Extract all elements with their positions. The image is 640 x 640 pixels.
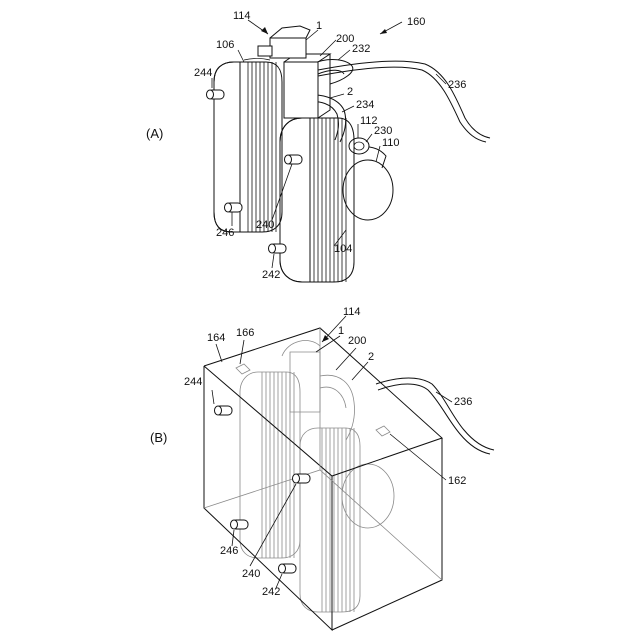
figure-a: (A) 114 1 160 200 106 232 244 236 2 234 … <box>146 10 490 282</box>
panel-label-b: (B) <box>150 430 167 445</box>
cable-236 <box>318 61 490 138</box>
ref-236-b: 236 <box>454 396 472 408</box>
fitting-242-b <box>279 564 297 573</box>
ref-2: 2 <box>347 86 353 98</box>
center-block-side <box>318 54 330 118</box>
fitting-246 <box>225 203 243 212</box>
ref-242-b: 242 <box>262 586 280 598</box>
cable-236-b-edge <box>378 384 490 454</box>
ref-104: 104 <box>334 243 352 255</box>
ref-114: 114 <box>233 10 251 22</box>
panel-label-a: (A) <box>146 126 163 141</box>
figure-b: (B) 114 166 164 1 200 2 244 236 162 246 … <box>150 306 494 630</box>
ref-166-b: 166 <box>236 327 254 339</box>
ref-162-b: 162 <box>448 475 466 487</box>
ref-160: 160 <box>407 16 425 28</box>
ref-236: 236 <box>448 79 466 91</box>
fitting-242 <box>269 244 287 253</box>
cable-236-b <box>376 378 494 450</box>
ref-240-b: 240 <box>242 568 260 580</box>
connector-114-tab <box>258 46 272 56</box>
radiator-104 <box>280 118 354 282</box>
pump-110 <box>343 160 393 220</box>
ref-244-b: 244 <box>184 376 202 388</box>
ref-230: 230 <box>374 125 392 137</box>
leader-lines-a <box>212 20 446 268</box>
ref-2-b: 2 <box>368 351 374 363</box>
fitting-244 <box>207 90 225 99</box>
ref-110: 110 <box>382 137 400 149</box>
ref-200-b: 200 <box>348 335 366 347</box>
fitting-240 <box>285 155 303 164</box>
ref-240: 240 <box>256 219 274 231</box>
connector-114-top <box>270 26 310 38</box>
ref-106: 106 <box>216 39 234 51</box>
fitting-240-b <box>293 474 311 483</box>
ref-164-b: 164 <box>207 332 225 344</box>
ref-232: 232 <box>352 43 370 55</box>
ref-246: 246 <box>216 227 234 239</box>
ref-234: 234 <box>356 99 374 111</box>
ref-1: 1 <box>316 20 322 32</box>
ref-1-b: 1 <box>338 325 344 337</box>
fitting-244-b <box>215 406 233 415</box>
ref-242: 242 <box>262 269 280 281</box>
ref-244: 244 <box>194 67 212 79</box>
connector-114 <box>270 38 306 58</box>
ref-114-b: 114 <box>343 306 361 318</box>
ref-246-b: 246 <box>220 545 238 557</box>
fitting-246-b <box>231 520 249 529</box>
center-block-1 <box>284 62 318 118</box>
connector-112 <box>349 138 369 154</box>
